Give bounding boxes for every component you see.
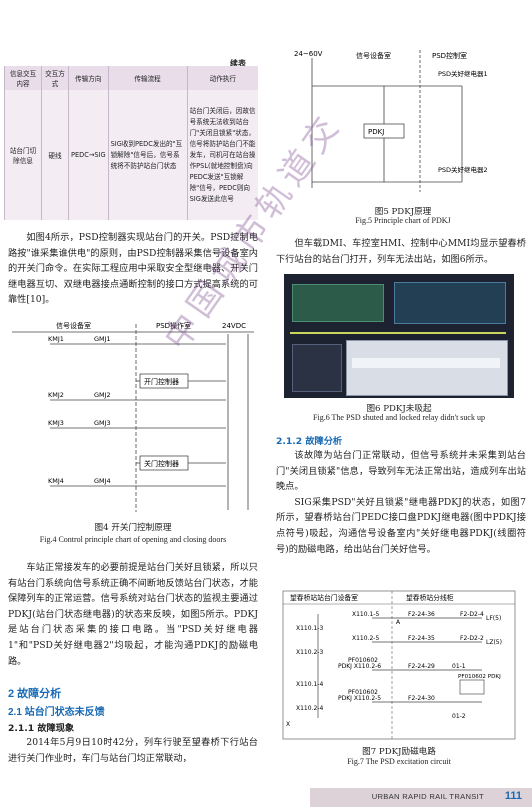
table-cell: SIG收到PEDC发出的"互锁解除"信号后，信号系统将不防护站台门状态 [107,90,188,220]
table-header: 交互方式 [41,66,69,90]
section-heading-2-1: 2.1 站台门状态未反馈 [8,707,105,718]
paragraph: 车站正常接发车的必要前提是站台门关好且锁紧，所以只有站台门系统向信号系统正确不间… [8,562,258,667]
fig4-right-room: PSD操作室 [156,321,191,330]
fig7-a3: PF010602 [348,657,378,664]
journal-name: URBAN RAPID RAIL TRANSIT [371,792,484,801]
fig5-pdkj: PDKJ [368,128,384,136]
screen-dialog-row [352,358,500,368]
footer-band: URBAN RAPID RAIL TRANSIT 111 [310,788,532,807]
figure-4-diagram: 信号设备室 PSD操作室 24VDC 开门控制器 关门控制器 KMJ1 GMJ1… [12,321,254,512]
screen-status-block [292,344,342,392]
table-cell: PEDC→SIG [68,90,109,220]
fig7-a: A [396,619,401,626]
fig7-left-title: 望春桥站站台门设备室 [290,593,358,602]
fig7-l3: X110.1-4 [296,681,323,688]
fig7-a1: X110.1-5 [352,611,379,618]
paragraph: SIG采集PSD"关好且锁紧"继电器PDKJ的状态，如图7所示，望春桥站台门PE… [276,496,526,555]
figure-5-diagram: 24~60V 信号设备室 PSD控制室 PSD关好继电器1 PDKJ PSD关好… [294,50,488,192]
paragraph: 如图4所示，PSD控制器实现站台门的开关。PSD控制电路按"谁采集谁供电"的原则… [8,232,258,306]
fig7-d2: LZ(5) [486,639,502,646]
table-header: 动作执行 [186,66,258,90]
fig4-r1b: GMJ1 [94,335,111,343]
paragraph: 该故障为站台门正常联动，但信号系统并未采集到站台门"关闭且锁紧"信息，导致列车无… [276,450,526,493]
fig7-c4: 01-2 [452,713,466,720]
fig7-l4: X110.2-4 [296,705,323,712]
fig7-c1: F2-D2-4 [460,611,484,618]
fig4-voltage: 24VDC [222,322,246,330]
fig7-b3: F2-24-29 [408,663,435,670]
fig7-b1: F2-24-36 [408,611,435,618]
fig4-r2b: GMJ2 [94,391,111,399]
fig7-a6: PDKJ X110.2-5 [338,695,381,702]
fig7-a4: PDKJ X110.2-6 [338,663,381,670]
fig7-x: X [286,721,290,728]
page-number: 111 [504,790,522,802]
table-cell: 站台门关闭后，因故信号系统无法收到站台门"关闭且锁紧"状态，信号将防护站台门不能… [186,90,258,220]
figure-6-screenshot [284,274,514,398]
fig5-caption-zh: 图5 PDKJ原理 [374,207,432,217]
table-cell: 站台门切除信息 [4,90,42,220]
table-header: 传输方向 [68,66,109,90]
fig4-left-room: 信号设备室 [56,321,91,330]
screen-panel-right [394,282,506,324]
table-cell: 硬线 [41,90,69,220]
fig6-caption-en: Fig.6 The PSD shuted and locked relay di… [313,413,485,422]
figure-7-diagram: 望春桥站站台门设备室 望春桥站分线柜 X110.1-3 X110.2-3 X11… [282,590,516,740]
fig7-c2: F2-D2-2 [460,635,484,642]
table-header: 传输流程 [107,66,188,90]
fig7-b4: F2-24-30 [408,695,435,702]
fig7-a5: PF010602 [348,689,378,696]
fig5-psd-room: PSD控制室 [432,51,467,60]
fig4-open-ctrl: 开门控制器 [144,377,179,386]
fig5-relay1: PSD关好继电器1 [438,69,488,78]
fig4-caption-zh: 图4 开关门控制原理 [94,523,172,533]
table-header: 信息交互内容 [4,66,42,90]
fig7-caption-zh: 图7 PDKJ励磁电路 [362,747,436,757]
interface-table: 信息交互内容 交互方式 传输方向 传输流程 动作执行 站台门切除信息 硬线 PE… [4,66,258,220]
fig4-r1a: KMJ1 [48,335,64,343]
section-heading-2-1-1: 2.1.1 故障现象 [8,723,75,734]
fig4-r4b: GMJ4 [94,477,111,485]
fig5-caption-en: Fig.5 Principle chart of PDKJ [355,216,451,225]
screen-track-line [290,332,506,334]
section-heading-2-1-2: 2.1.2 故障分析 [276,436,343,447]
fig7-l2: X110.2-3 [296,649,323,656]
fig7-d1: LF(5) [486,615,501,622]
fig5-voltage: 24~60V [294,50,323,58]
paragraph: 2014年5月9日10时42分，列车行驶至望春桥下行站台进行关门作业时，车门与站… [8,737,258,764]
fig6-caption-zh: 图6 PDKJ未吸起 [366,404,432,414]
fig7-b2: F2-24-35 [408,635,435,642]
fig7-caption-en: Fig.7 The PSD excitation circuit [347,757,451,766]
fig7-l1: X110.1-3 [296,625,323,632]
fig5-relay2: PSD关好继电器2 [438,165,488,174]
fig4-r3b: GMJ3 [94,419,111,427]
fig5-sig-room: 信号设备室 [356,51,391,60]
screen-panel-left [292,284,384,322]
fig4-r2a: KMJ2 [48,391,64,399]
fig7-a2: X110.2-5 [352,635,379,642]
fig7-c3: 01-1 [452,663,466,670]
section-heading-2: 2 故障分析 [8,688,62,700]
fig4-r4a: KMJ4 [48,477,64,485]
fig7-right-title: 望春桥站分线柜 [406,593,454,602]
paragraph: 但车载DMI、车控室HMI、控制中心MMI均显示望春桥下行站台的站台门打开，列车… [276,238,526,265]
fig4-caption-en: Fig.4 Control principle chart of opening… [39,535,227,544]
table-continued-label: 续表 [230,58,246,68]
screen-dialog [346,340,508,396]
fig7-pdkj: PF010602 PDKJ [458,674,501,680]
fig4-close-ctrl: 关门控制器 [144,459,179,468]
fig4-r3a: KMJ3 [48,419,64,427]
